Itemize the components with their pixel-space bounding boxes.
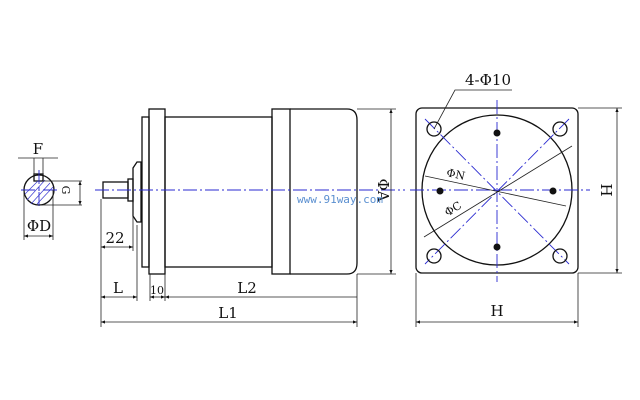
label-phi-d: ΦD bbox=[27, 217, 51, 235]
label-l1: L1 bbox=[218, 304, 238, 322]
watermark: www.91way.com bbox=[297, 193, 383, 206]
label-phi-a: ΦA bbox=[374, 178, 392, 201]
label-22: 22 bbox=[105, 229, 124, 247]
label-phi-n: ΦN bbox=[445, 166, 466, 183]
label-l: L bbox=[113, 279, 123, 297]
label-h-side: H bbox=[597, 183, 615, 196]
label-g: G bbox=[59, 186, 72, 195]
label-10: 10 bbox=[150, 284, 164, 297]
label-h-bottom: H bbox=[490, 302, 503, 320]
label-phi-c: ΦC bbox=[442, 199, 464, 219]
label-holes: 4-Φ10 bbox=[465, 71, 511, 89]
motor-front-view: 4-Φ10 ΦN ΦC H H bbox=[410, 71, 622, 327]
shaft-key-section: F G ΦD bbox=[18, 140, 82, 240]
motor-side-view: 22 L 10 L2 L1 ΦA www.91way.com bbox=[95, 108, 405, 327]
label-l2: L2 bbox=[237, 279, 257, 297]
label-f: F bbox=[33, 140, 43, 158]
